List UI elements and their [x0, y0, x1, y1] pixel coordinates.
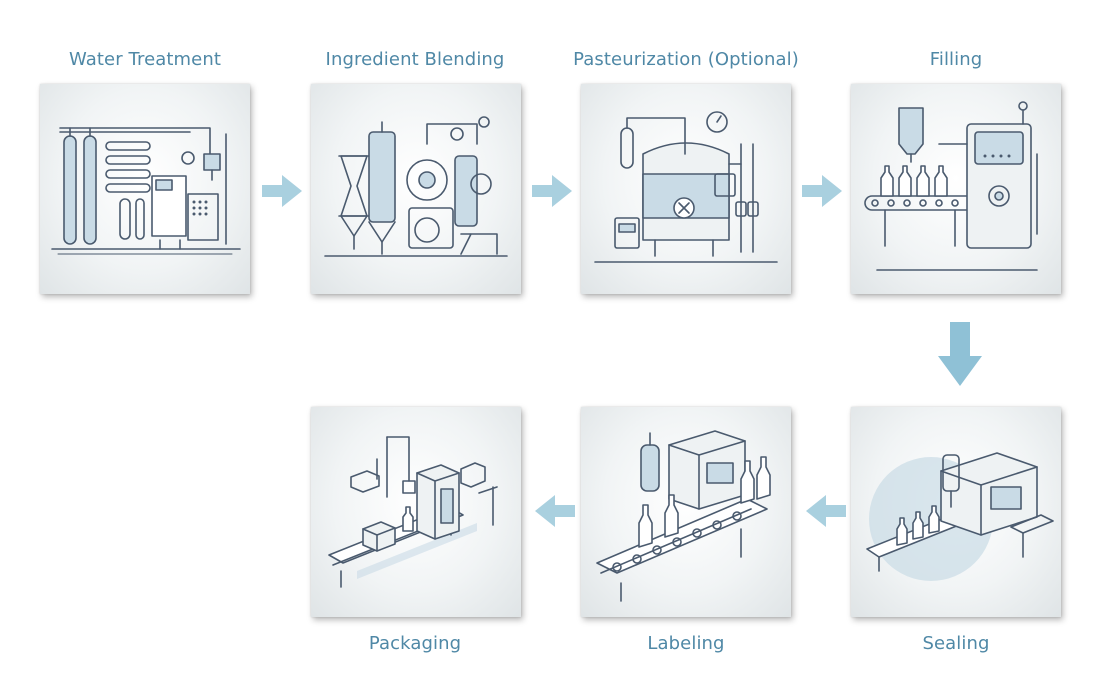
sealing-machine-icon	[866, 452, 1054, 581]
step-label-ingredient-blending: Ingredient Blending	[325, 49, 505, 70]
arrow-down-icon	[938, 322, 982, 386]
labeling-machine-icon	[596, 430, 771, 602]
step-card-ingredient-blending	[311, 84, 521, 294]
step-card-water-treatment	[40, 84, 250, 294]
step-card-filling	[851, 84, 1061, 294]
arrow-right-icon	[262, 175, 302, 207]
step-card-packaging	[311, 407, 521, 617]
step-card-pasteurization	[581, 84, 791, 294]
arrow-right-icon	[802, 175, 842, 207]
step-label-water-treatment: Water Treatment	[68, 49, 222, 70]
step-label-labeling: Labeling	[647, 633, 725, 654]
filling-machine-icon	[864, 101, 1038, 271]
step-label-pasteurization: Pasteurization (Optional)	[573, 49, 799, 70]
step-label-filling: Filling	[929, 49, 983, 70]
flow-arrow-1	[262, 175, 302, 207]
arrow-left-icon	[806, 495, 846, 527]
packaging-line-icon	[328, 436, 498, 588]
flow-arrow-3	[802, 175, 842, 207]
flow-arrow-6	[535, 495, 575, 527]
flow-arrow-4	[938, 322, 982, 386]
step-card-sealing	[851, 407, 1061, 617]
blending-machine-icon	[324, 116, 508, 257]
flow-arrow-2	[532, 175, 572, 207]
water-treatment-machine-icon	[51, 127, 241, 255]
step-card-labeling	[581, 407, 791, 617]
flow-arrow-5	[806, 495, 846, 527]
arrow-right-icon	[532, 175, 572, 207]
step-label-packaging: Packaging	[368, 633, 462, 654]
arrow-left-icon	[535, 495, 575, 527]
step-label-sealing: Sealing	[922, 633, 990, 654]
pasteurizer-tank-icon	[594, 111, 778, 263]
